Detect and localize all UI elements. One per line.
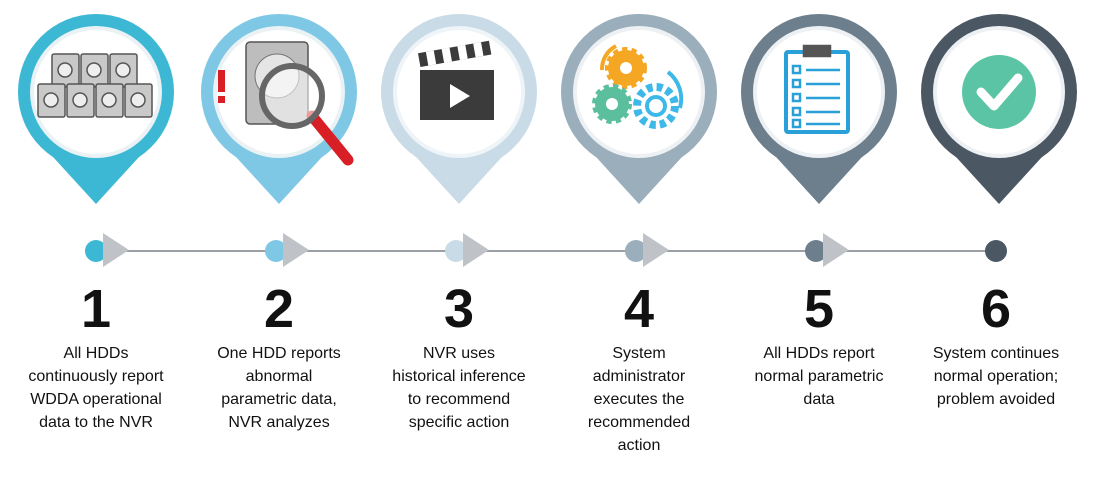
pin-step-4 <box>556 12 722 207</box>
magnifier-hdd-icon <box>218 41 354 166</box>
timeline-dot-1 <box>85 240 107 262</box>
pin-step-2 <box>196 12 362 207</box>
step-description-4: System administrator executes the recomm… <box>587 345 691 454</box>
step-number-3: 3 <box>443 279 475 339</box>
pin-step-1 <box>13 12 179 207</box>
checkmark-icon <box>962 55 1036 129</box>
step-description-5: All HDDs report normal parametric data <box>754 345 884 408</box>
timeline-dot-2 <box>265 240 287 262</box>
timeline-dot-5 <box>805 240 827 262</box>
step-description-1: All HDDs continuously report WDDA operat… <box>28 345 164 431</box>
timeline-arrow-5 <box>823 233 849 267</box>
step-description-6: System continues normal operation; probl… <box>932 345 1060 408</box>
timeline-dot-4 <box>625 240 647 262</box>
timeline-arrow-2 <box>283 233 309 267</box>
gears-icon <box>592 44 684 129</box>
step-number-2: 2 <box>263 279 295 339</box>
clapperboard-icon <box>418 40 494 120</box>
timeline-line <box>96 250 996 252</box>
pin-step-5 <box>736 12 902 207</box>
step-number-6: 6 <box>980 279 1012 339</box>
pin-step-6 <box>916 12 1082 207</box>
step-number-5: 5 <box>803 279 835 339</box>
step-number-4: 4 <box>623 279 655 339</box>
pin-step-3 <box>376 12 542 207</box>
timeline-arrow-1 <box>103 233 129 267</box>
hdd-array-icon <box>37 53 153 118</box>
timeline-arrow-4 <box>643 233 669 267</box>
checklist-icon <box>784 44 850 134</box>
timeline-dot-3 <box>445 240 467 262</box>
timeline-arrow-3 <box>463 233 489 267</box>
step-description-3: NVR uses historical inference to recomme… <box>392 345 526 431</box>
step-description-2: One HDD reports abnormal parametric data… <box>217 345 341 431</box>
step-number-1: 1 <box>80 279 112 339</box>
timeline-dot-6 <box>985 240 1007 262</box>
